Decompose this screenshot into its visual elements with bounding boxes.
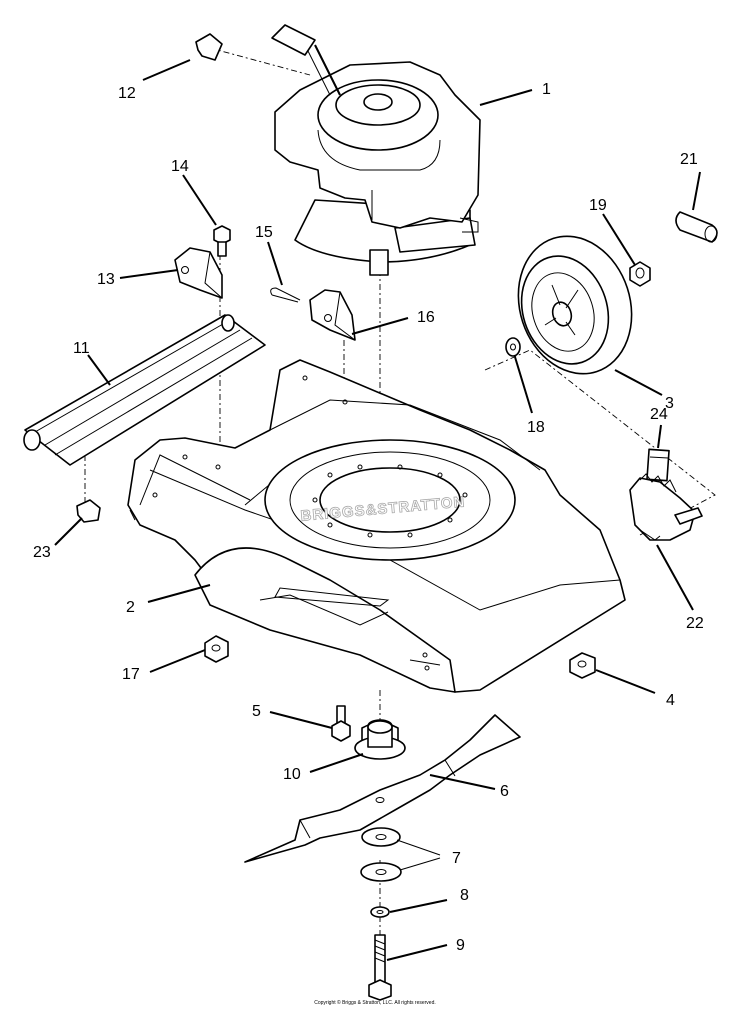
callout-6: 6 [500, 783, 509, 800]
callout-1: 1 [542, 81, 551, 98]
callout-9: 9 [456, 937, 465, 954]
height-adjuster [629, 473, 703, 541]
callout-12: 12 [118, 85, 136, 102]
left-bracket [174, 247, 223, 299]
right-bracket [309, 289, 356, 341]
callout-23: 23 [33, 544, 51, 561]
wheel [517, 235, 633, 375]
hubcap [675, 211, 718, 243]
callout-2: 2 [126, 599, 135, 616]
copyright-notice: Copyright © Briggs & Stratton, LLC. All … [314, 1000, 436, 1006]
mower-blade [244, 714, 521, 863]
callout-21: 21 [680, 151, 698, 168]
callout-10: 10 [283, 766, 301, 783]
wheel-nut [629, 261, 651, 287]
rear-baffle [23, 314, 266, 466]
blade-washer-lower [360, 862, 402, 882]
bracket-bolt [213, 225, 231, 257]
callout-7: 7 [452, 850, 461, 867]
callout-24: 24 [650, 406, 668, 423]
wheel-washer [505, 337, 521, 357]
blade-adapter [354, 719, 406, 760]
callout-14: 14 [171, 158, 189, 175]
callout-18: 18 [527, 419, 545, 436]
adapter-screw [331, 705, 351, 742]
top-clip [195, 33, 223, 61]
callout-labels: 1 2 3 4 5 6 7 8 9 10 11 12 13 14 15 16 1… [33, 81, 704, 954]
callout-13: 13 [97, 271, 115, 288]
baffle-clip [76, 499, 101, 523]
callout-15: 15 [255, 224, 273, 241]
spring-pin [270, 287, 301, 303]
deck-nut-right [569, 652, 596, 679]
deck-nut-left [204, 635, 229, 663]
height-tag [646, 448, 670, 482]
callout-11: 11 [73, 340, 90, 357]
callout-4: 4 [666, 692, 675, 709]
callout-19: 19 [589, 197, 607, 214]
mower-deck: BRIGGS&STRATTON [127, 359, 626, 693]
callout-5: 5 [252, 703, 261, 720]
callout-8: 8 [460, 887, 469, 904]
engine [271, 24, 481, 276]
lock-washer [370, 906, 390, 918]
callout-22: 22 [686, 615, 704, 632]
callout-16: 16 [417, 309, 435, 326]
callout-3: 3 [665, 395, 674, 412]
blade-bolt [368, 934, 392, 1001]
leader-lines [54, 59, 701, 961]
callout-17: 17 [122, 666, 140, 683]
blade-washer-upper [361, 827, 401, 847]
